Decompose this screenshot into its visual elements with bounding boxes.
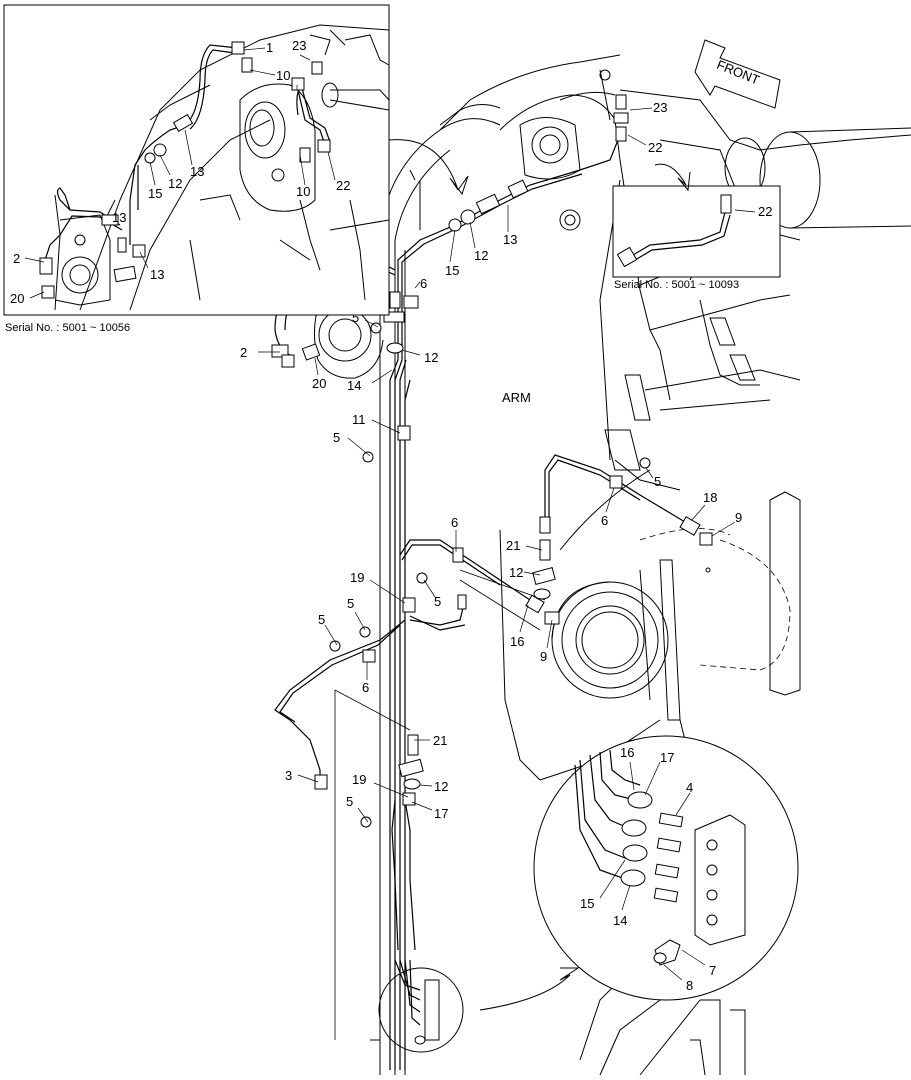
callout-5: 5 xyxy=(352,310,359,325)
inset-left-callout-10: 10 xyxy=(296,184,310,199)
callout-5: 5 xyxy=(347,596,354,611)
callout-15: 15 xyxy=(445,263,459,278)
inset-left-callout-10: 10 xyxy=(276,68,290,83)
callout-3: 3 xyxy=(285,768,292,783)
callout-23: 23 xyxy=(653,100,667,115)
inset-left-callout-1: 1 xyxy=(266,40,273,55)
front-direction-arrow: FRONT xyxy=(694,39,781,109)
callout-14: 14 xyxy=(347,378,361,393)
detail-callout-17: 17 xyxy=(660,750,674,765)
callout-20: 20 xyxy=(312,376,326,391)
callout-18: 18 xyxy=(703,490,717,505)
callout-5: 5 xyxy=(434,594,441,609)
callout-19: 19 xyxy=(350,570,364,585)
callout-13: 13 xyxy=(503,232,517,247)
inset-left-callout-22: 22 xyxy=(336,178,350,193)
inset-left-callout-23: 23 xyxy=(292,38,306,53)
callout-5: 5 xyxy=(654,474,661,489)
callout-12: 12 xyxy=(424,350,438,365)
detail-callouts: 16 17 4 15 14 7 8 xyxy=(580,745,716,993)
callout-16: 16 xyxy=(510,634,524,649)
callout-9: 9 xyxy=(540,649,547,664)
callout-6: 6 xyxy=(420,276,427,291)
inset-left-callout-13: 13 xyxy=(112,210,126,225)
detail-callout-16: 16 xyxy=(620,745,634,760)
inset-right-callout-22: 22 xyxy=(758,204,772,219)
inset-right-serial: Serial No. : 5001 ~ 10093 xyxy=(614,279,739,291)
callout-22: 22 xyxy=(648,140,662,155)
callout-5: 5 xyxy=(333,430,340,445)
callout-9: 9 xyxy=(735,510,742,525)
callout-6: 6 xyxy=(362,680,369,695)
detail-callout-15: 15 xyxy=(580,896,594,911)
callout-6: 6 xyxy=(451,515,458,530)
callout-5: 5 xyxy=(346,794,353,809)
callout-21: 21 xyxy=(433,733,447,748)
bottom-junction-circle xyxy=(378,959,464,1053)
callout-11: 11 xyxy=(352,412,366,427)
inset-left-callout-20: 20 xyxy=(10,291,24,306)
callout-21: 21 xyxy=(506,538,520,553)
callout-17: 17 xyxy=(434,806,448,821)
inset-left-callout-2: 2 xyxy=(13,251,20,266)
inset-left-callout-13: 13 xyxy=(150,267,164,282)
callout-5: 5 xyxy=(318,612,325,627)
callout-12: 12 xyxy=(434,779,448,794)
detail-callout-8: 8 xyxy=(686,978,693,993)
inset-left-callouts: 1 23 10 10 22 13 12 15 13 13 2 20 Serial… xyxy=(5,38,350,334)
callout-19: 19 xyxy=(352,772,366,787)
detail-callout-4: 4 xyxy=(686,780,693,795)
main-fittings xyxy=(271,94,713,828)
arm-label: ARM xyxy=(502,390,531,405)
detail-callout-14: 14 xyxy=(613,913,627,928)
inset-left-panel xyxy=(3,4,469,316)
callout-2: 2 xyxy=(240,345,247,360)
detail-callout-7: 7 xyxy=(709,963,716,978)
inset-right-panel: 22 Serial No. : 5001 ~ 10093 xyxy=(612,163,781,291)
detail-circle xyxy=(479,735,799,1011)
callout-12: 12 xyxy=(474,248,488,263)
inset-left-serial: Serial No. : 5001 ~ 10056 xyxy=(5,322,130,334)
main-leaders xyxy=(258,107,736,823)
inset-left-callout-15: 15 xyxy=(148,186,162,201)
callout-12: 12 xyxy=(509,565,523,580)
inset-left-callout-13: 13 xyxy=(190,164,204,179)
callout-6: 6 xyxy=(601,513,608,528)
inset-left-callout-12: 12 xyxy=(168,176,182,191)
